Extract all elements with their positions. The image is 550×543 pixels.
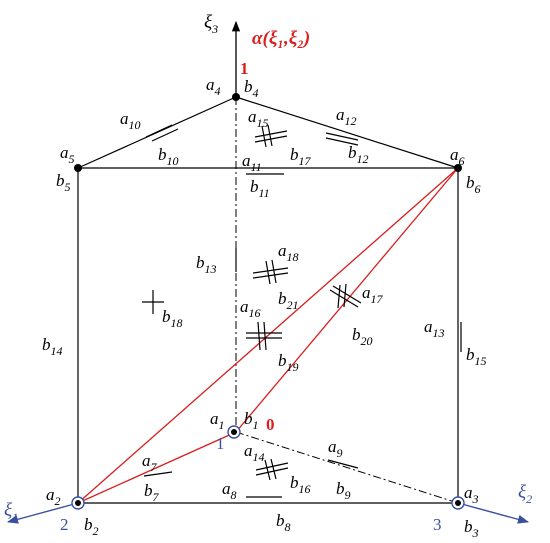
label-a4: a4	[206, 75, 221, 98]
label-b11: b11	[250, 177, 270, 200]
label-a1: a1	[210, 409, 225, 432]
vertex-a5	[74, 164, 82, 172]
marker-node-2: 2	[60, 515, 69, 534]
vertex-a2	[75, 500, 81, 506]
label-b15: b15	[466, 345, 487, 368]
marker-top-1: 1	[240, 59, 249, 78]
label-b1: b1	[244, 409, 259, 432]
label-a10: a10	[120, 109, 141, 132]
vertex-a4	[232, 93, 240, 101]
marker-node-1: 1	[216, 434, 225, 453]
tick-marks	[142, 124, 462, 498]
label-b14: b14	[42, 335, 63, 358]
label-a2: a2	[46, 485, 61, 508]
red-edge-a2-a6	[77, 167, 459, 504]
vertex-a6	[454, 164, 462, 172]
vertex-a3	[455, 500, 461, 506]
label-a12: a12	[336, 105, 357, 128]
xi1-axis	[6, 502, 79, 524]
vertex-a1	[231, 429, 237, 435]
label-a9: a9	[328, 437, 343, 460]
label-b20: b20	[352, 325, 373, 348]
alpha-label: α(ξ₁,ξ₂)	[252, 28, 310, 49]
label-a13: a13	[424, 317, 445, 340]
label-a7: a7	[142, 451, 158, 474]
label-b12: b12	[348, 143, 369, 166]
xi2-axis	[457, 502, 530, 524]
label-a14: a14	[244, 441, 265, 464]
label-b10: b10	[158, 145, 179, 168]
label-b2: b2	[84, 515, 99, 538]
label-b16: b16	[290, 473, 311, 496]
label-b7: b7	[144, 481, 160, 504]
xi1-label: ξ1	[4, 500, 18, 524]
label-a6: a6	[450, 145, 465, 168]
label-b21: b21	[278, 289, 299, 312]
label-a16: a16	[240, 297, 261, 320]
label-a18: a18	[278, 241, 299, 264]
label-b8: b8	[276, 511, 291, 534]
label-b9: b9	[336, 479, 351, 502]
label-b5: b5	[56, 171, 71, 194]
marker-center-0: 0	[266, 415, 275, 434]
xi2-label: ξ2	[518, 482, 532, 506]
label-b19: b19	[278, 351, 299, 374]
label-b6: b6	[466, 173, 481, 196]
label-a8: a8	[222, 479, 237, 502]
xi3-label: ξ3	[204, 12, 218, 36]
hidden-edge-a1-a3	[235, 431, 459, 504]
label-a15: a15	[248, 107, 269, 130]
label-a17: a17	[362, 283, 384, 306]
label-b13: b13	[196, 253, 217, 276]
marker-node-3: 3	[433, 515, 442, 534]
label-a11: a11	[242, 151, 262, 174]
label-b18: b18	[162, 307, 183, 330]
label-a5: a5	[60, 143, 75, 166]
label-b4: b4	[244, 77, 259, 100]
label-a3: a3	[464, 483, 479, 506]
edge-a4-a6	[235, 96, 459, 169]
label-b17: b17	[290, 145, 312, 168]
label-b3: b3	[464, 517, 479, 540]
red-edge-a2-a1	[77, 431, 237, 504]
